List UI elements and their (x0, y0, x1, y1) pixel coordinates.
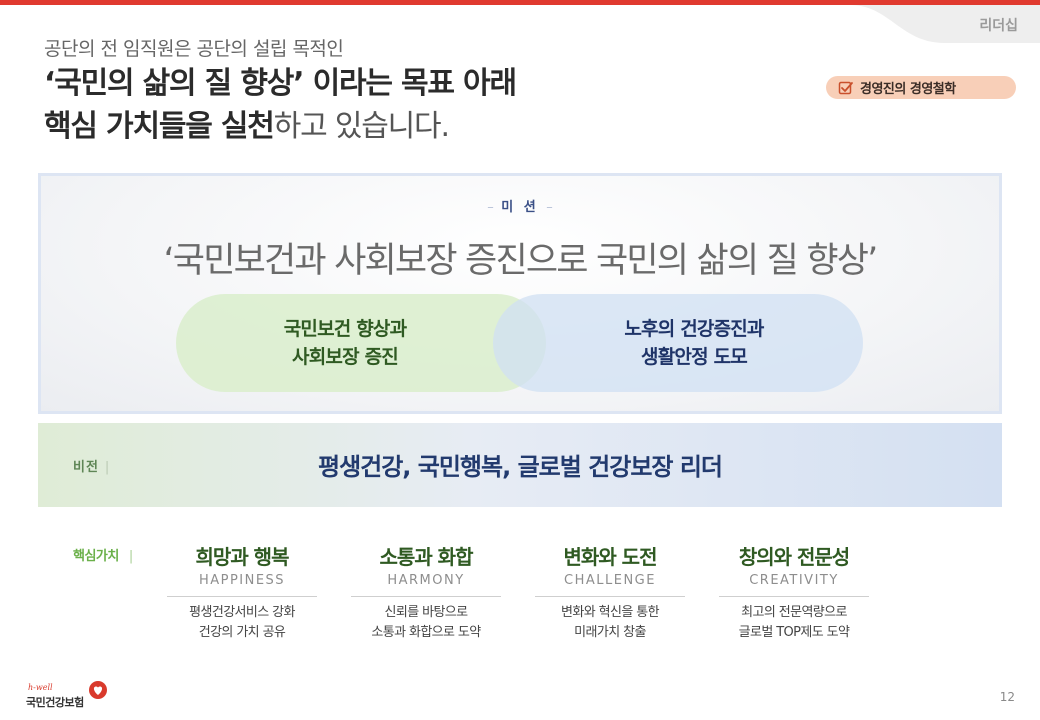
core-value-english: HAPPINESS (167, 573, 317, 597)
core-value-english: CHALLENGE (535, 573, 685, 597)
goal-1-line-2: 사회보장 증진 (292, 346, 399, 368)
core-value-title: 소통과 화합 (379, 545, 474, 569)
management-philosophy-badge[interactable]: 경영진의 경영철학 (826, 76, 1016, 99)
core-value-english: HARMONY (351, 573, 501, 597)
core-value-description: 변화와 혁신을 통한 미래가치 창출 (561, 605, 660, 640)
mission-goals-diagram: 국민보건 향상과 사회보장 증진 노후의 건강증진과 생활안정 도모 (176, 294, 866, 392)
headline-line-1: ‘국민의 삶의 질 향상’ 이라는 목표 아래 (44, 64, 644, 104)
core-value-description: 신뢰를 바탕으로 소통과 화합으로 도약 (371, 605, 481, 640)
logo-name: 국민건강보험 (26, 696, 84, 709)
heart-logo-icon (89, 681, 107, 699)
core-value-creativity: 창의와 전문성 CREATIVITY 최고의 전문역량으로 글로벌 TOP제도 … (719, 541, 869, 643)
core-value-english: CREATIVITY (719, 573, 869, 597)
goal-2-line-1: 노후의 건강증진과 (624, 318, 764, 340)
core-value-challenge: 변화와 도전 CHALLENGE 변화와 혁신을 통한 미래가치 창출 (535, 541, 685, 643)
core-value-title: 희망과 행복 (195, 545, 290, 569)
section-tab-label: 리더십 (979, 18, 1018, 34)
core-value-harmony: 소통과 화합 HARMONY 신뢰를 바탕으로 소통과 화합으로 도약 (351, 541, 501, 643)
core-value-description: 평생건강서비스 강화 건강의 가치 공유 (189, 605, 295, 640)
goal-circle-elderly-health: 노후의 건강증진과 생활안정 도모 (493, 294, 863, 392)
headline-line-2-light: 하고 있습니다. (273, 109, 450, 144)
headline-intro: 공단의 전 임직원은 공단의 설립 목적인 (44, 38, 344, 60)
goal-2-line-2: 생활안정 도모 (641, 346, 748, 368)
vision-panel: 비전| 평생건강, 국민행복, 글로벌 건강보장 리더 (38, 423, 1002, 507)
goal-circle-public-health: 국민보건 향상과 사회보장 증진 (176, 294, 546, 392)
page-headline: 공단의 전 임직원은 공단의 설립 목적인 ‘국민의 삶의 질 향상’ 이라는 … (44, 34, 644, 147)
section-tab-shape (850, 5, 1040, 43)
headline-line-1-text: ‘국민의 삶의 질 향상’ 이라는 목표 아래 (44, 66, 517, 101)
core-value-title: 변화와 도전 (563, 545, 658, 569)
core-value-title: 창의와 전문성 (738, 545, 850, 569)
checkbox-icon (838, 81, 853, 94)
core-value-description: 최고의 전문역량으로 글로벌 TOP제도 도약 (738, 605, 850, 640)
headline-line-2: 핵심 가치들을 실천하고 있습니다. (44, 107, 644, 147)
mission-statement: ‘국민보건과 사회보장 증진으로 국민의 삶의 질 향상’ (163, 241, 878, 281)
badge-label: 경영진의 경영철학 (860, 82, 956, 97)
top-accent-stripe (0, 0, 1040, 5)
vision-statement: 평생건강, 국민행복, 글로벌 건강보장 리더 (317, 453, 723, 481)
page-number: 12 (999, 690, 1015, 704)
logo-tagline: h-well (28, 683, 53, 692)
mission-tag: – 미 션 – (487, 200, 553, 215)
goal-1-line-1: 국민보건 향상과 (283, 318, 407, 340)
nhis-logo[interactable]: h-well 국민건강보험 (26, 680, 136, 712)
core-value-happiness: 희망과 행복 HAPPINESS 평생건강서비스 강화 건강의 가치 공유 (167, 541, 317, 643)
mission-panel: – 미 션 – ‘국민보건과 사회보장 증진으로 국민의 삶의 질 향상’ 국민… (38, 173, 1002, 414)
core-values-label: 핵심가치| (73, 549, 133, 564)
section-tab[interactable]: 리더십 (850, 5, 1040, 43)
headline-line-2-bold: 핵심 가치들을 실천 (44, 109, 275, 144)
vision-label: 비전| (73, 460, 111, 475)
mission-tag-label: 미 션 (501, 200, 539, 215)
